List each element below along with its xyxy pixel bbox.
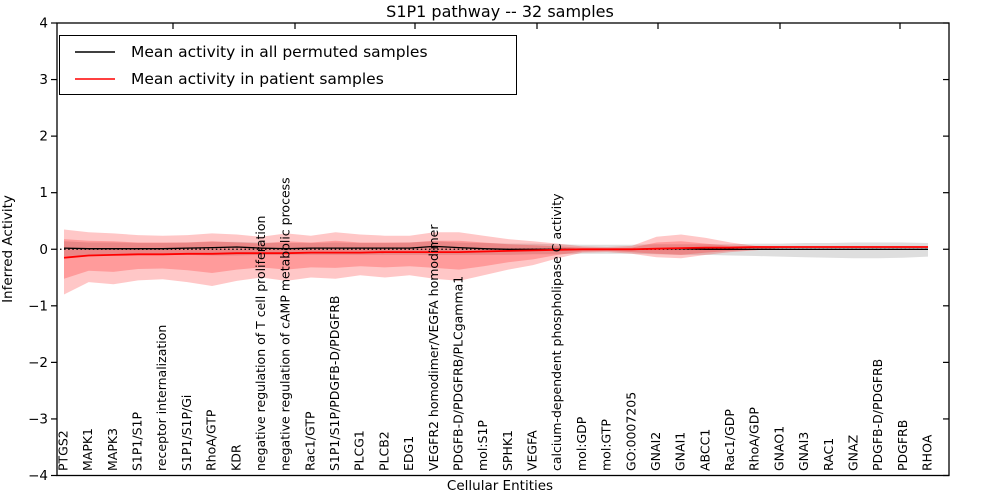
x-category-label: GNAZ (845, 435, 860, 471)
x-category-label: EDG1 (401, 436, 416, 471)
x-category-label: PDGFB-D/PDGFRB/PLCgamma1 (450, 276, 465, 471)
x-category-label: receptor internalization (154, 325, 169, 471)
legend-item-permuted: Mean activity in all permuted samples (60, 38, 516, 65)
x-category-label: PDGFB-D/PDGFRB (870, 359, 885, 471)
x-category-label: PLCB2 (376, 431, 391, 471)
permuted-mean-line (63, 245, 928, 250)
y-tick-label: −4 (28, 468, 48, 484)
patient-mean-line (63, 246, 928, 259)
y-tick-label: 3 (39, 72, 48, 88)
legend-label-permuted: Mean activity in all permuted samples (131, 42, 428, 61)
x-category-label: RhoA/GDP (747, 407, 762, 471)
chart-title: S1P1 pathway -- 32 samples (386, 2, 614, 21)
permuted-line-swatch (75, 50, 115, 53)
y-tick-label: −3 (28, 411, 48, 427)
x-category-label: SPHK1 (500, 430, 515, 471)
x-category-label: S1P1/S1P/Gi (179, 395, 194, 471)
x-category-label: mol:S1P (475, 420, 490, 471)
y-tick-label: 2 (39, 129, 48, 145)
x-category-label: Rac1/GDP (722, 409, 737, 471)
legend-item-patient: Mean activity in patient samples (60, 65, 516, 92)
y-tick-label: −1 (28, 298, 48, 314)
x-category-label: PLCG1 (352, 430, 367, 471)
x-category-label: S1P1/S1P (130, 412, 145, 471)
x-category-label: GNAI1 (673, 432, 688, 471)
x-category-label: RhoA/GTP (204, 409, 219, 471)
patient-line-swatch (75, 77, 115, 80)
x-axis-label: Cellular Entities (446, 478, 554, 494)
x-category-label: PDGFRB (895, 420, 910, 471)
y-tick-label: 0 (39, 242, 48, 258)
x-category-label: RAC1 (821, 438, 836, 471)
x-category-label: GNAO1 (771, 426, 786, 471)
y-tick-label: −2 (28, 355, 48, 371)
x-category-label: mol:GTP (599, 419, 614, 471)
x-category-label: mol:GDP (574, 416, 589, 471)
y-tick-label: 4 (39, 16, 48, 32)
y-tick-label: 1 (39, 185, 48, 201)
x-category-label: calcium-dependent phospholipase C activi… (549, 193, 564, 471)
x-category-label: S1P1/S1P/PDGFB-D/PDGFRB (327, 296, 342, 472)
x-category-label: RHOA (920, 434, 935, 471)
legend: Mean activity in all permuted samples Me… (59, 35, 517, 95)
x-category-label: ABCC1 (697, 429, 712, 471)
x-category-label: KDR (228, 444, 243, 471)
x-category-label: negative regulation of cAMP metabolic pr… (278, 177, 293, 471)
x-category-label: MAPK1 (80, 428, 95, 471)
band-patient-samples-range-outer (64, 229, 928, 295)
x-category-label: VEGFR2 homodimer/VEGFA homodimer (426, 224, 441, 471)
x-category-label: MAPK3 (105, 428, 120, 471)
x-category-label: GNAI2 (648, 432, 663, 471)
legend-label-patient: Mean activity in patient samples (131, 69, 384, 88)
x-category-label: Rac1/GTP (302, 411, 317, 471)
x-category-label: VEGFA (525, 430, 540, 471)
x-category-label: GNAI3 (796, 432, 811, 471)
x-category-label: PTGS2 (56, 430, 71, 471)
x-category-label: negative regulation of T cell proliferat… (253, 216, 268, 471)
x-category-label: GO:0007205 (623, 392, 638, 471)
